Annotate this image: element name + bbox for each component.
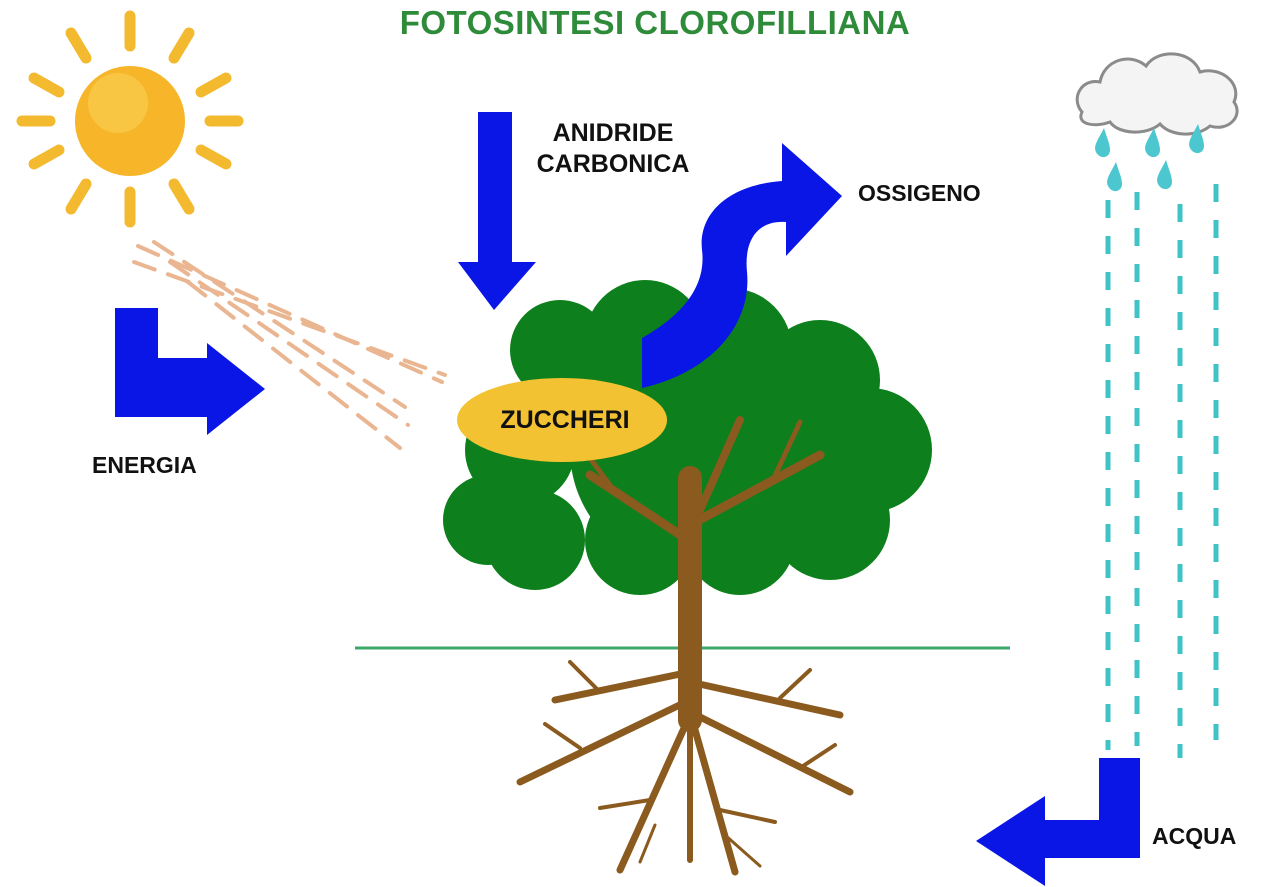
sugar-ellipse [457, 378, 667, 462]
arrow-icon [458, 112, 536, 310]
light-beams [132, 240, 447, 450]
raindrop-icon [1107, 162, 1122, 192]
arrows [115, 112, 1140, 886]
diagram-title: FOTOSINTESI CLOROFILLIANA [399, 4, 911, 41]
trunk-and-roots [516, 416, 854, 876]
rain-streaks [1105, 184, 1219, 758]
arrow-icon [976, 758, 1140, 886]
raindrop-icon [1189, 124, 1204, 154]
raindrop-icon [1157, 160, 1172, 190]
tree-icon [443, 280, 932, 876]
cloud-icon [1075, 52, 1239, 136]
sugars-label: ZUCCHERI [500, 406, 630, 434]
carbon-dioxide-label: ANIDRIDE CARBONICA [523, 118, 703, 180]
raindrops [1095, 124, 1204, 192]
water-label: ACQUA [1152, 823, 1237, 849]
arrow-icon [115, 308, 265, 435]
sun-icon [16, 10, 244, 228]
energy-label: ENERGIA [92, 452, 197, 478]
arrow-icon [642, 143, 842, 388]
sun-rays [16, 10, 244, 228]
raindrop-icon [1095, 128, 1110, 158]
oxygen-label: OSSIGENO [858, 180, 981, 206]
carbon-dioxide-label-line2: CARBONICA [536, 150, 690, 178]
raindrop-icon [1145, 128, 1160, 158]
carbon-dioxide-label-line1: ANIDRIDE [552, 119, 674, 147]
